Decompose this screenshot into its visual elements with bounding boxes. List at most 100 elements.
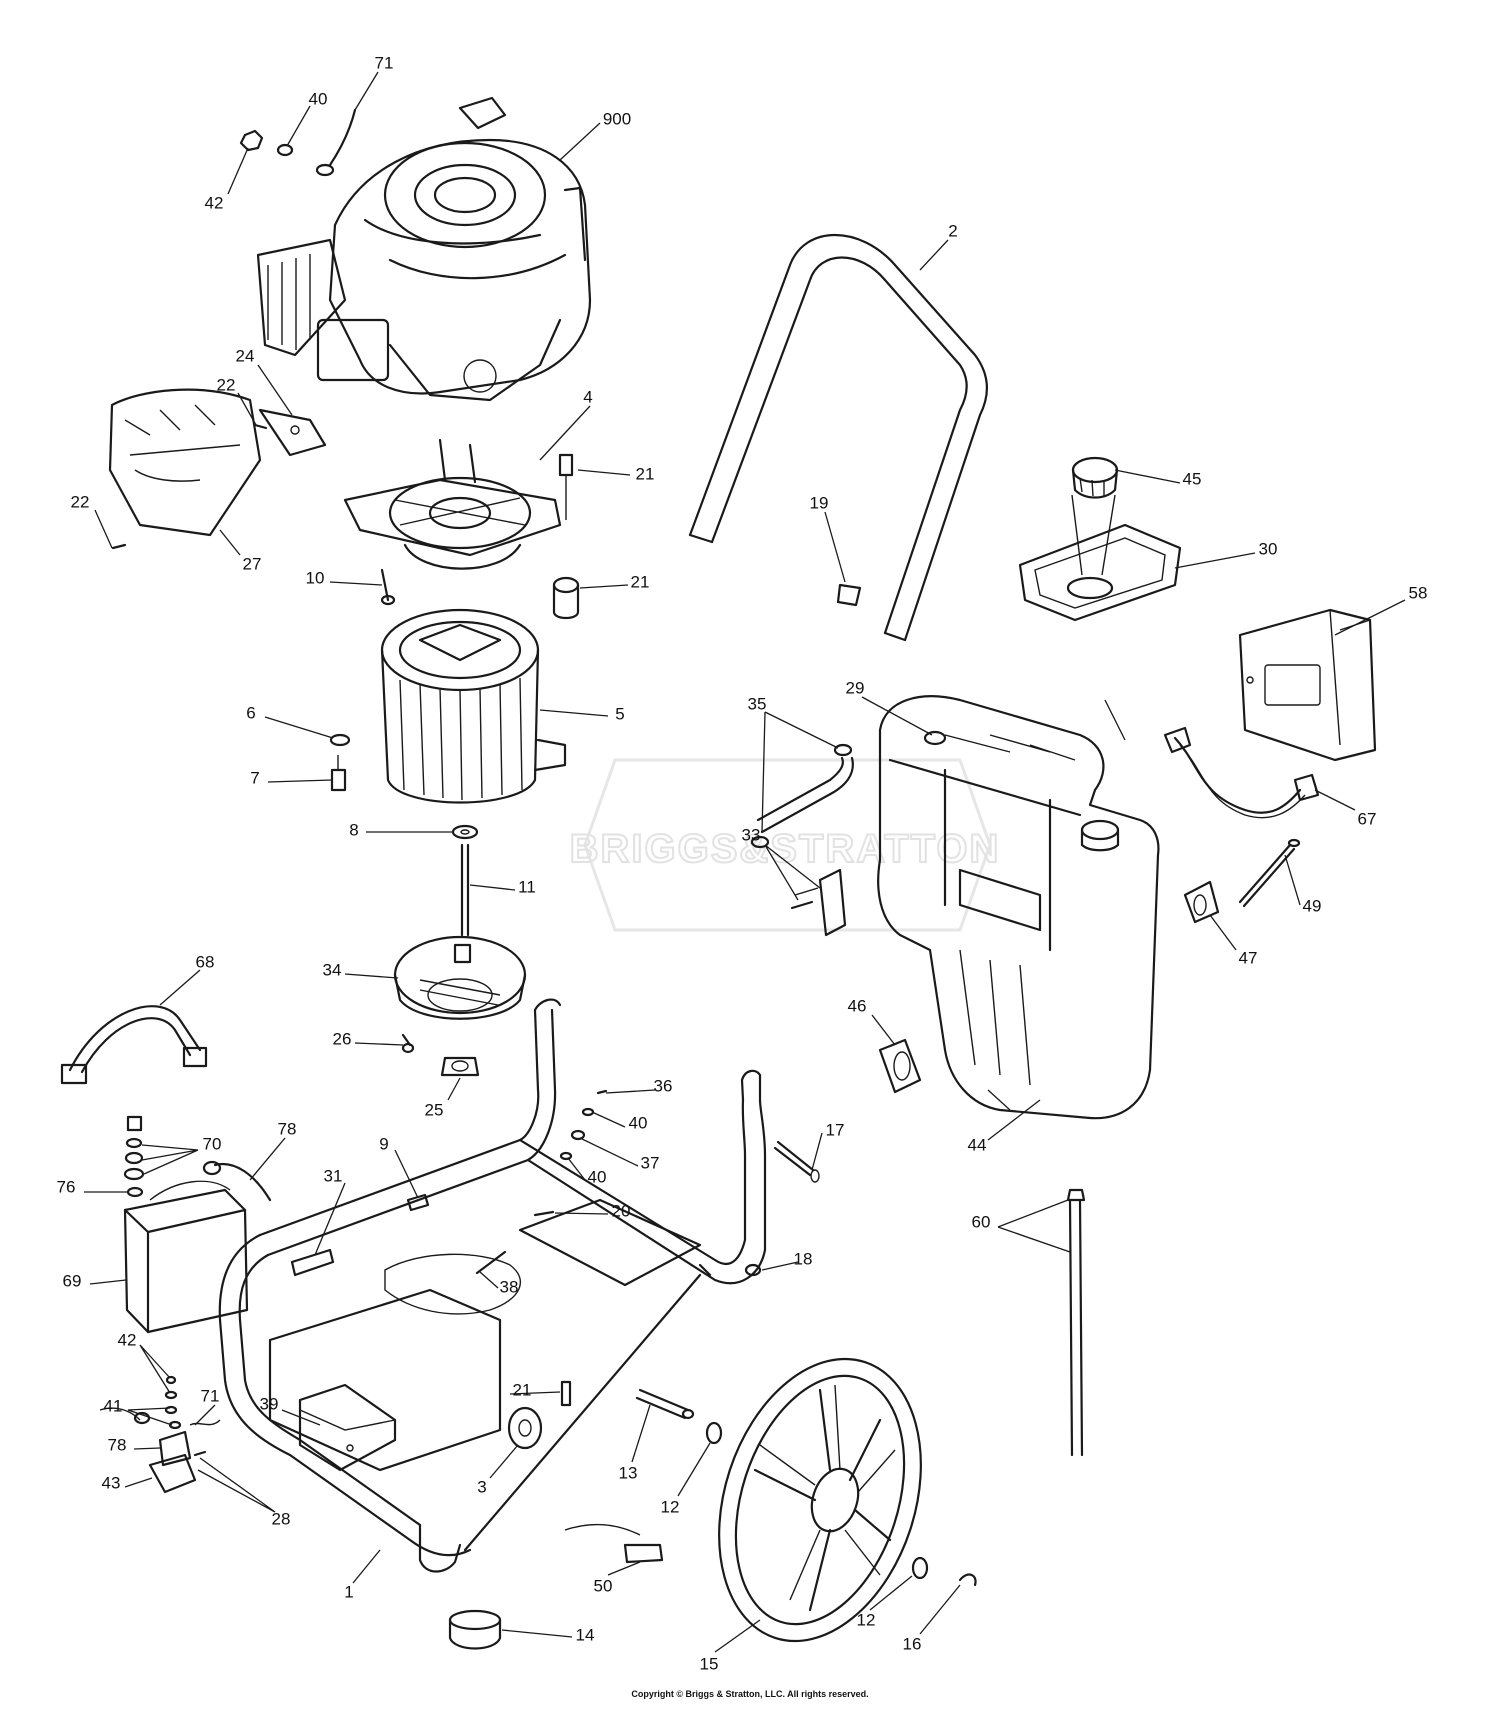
rubber-foot-46 [878,1038,922,1094]
callout-c12b: 12 [857,1610,876,1629]
callout-c3: 3 [477,1477,486,1496]
battery-strap [60,1005,208,1085]
end-bracket [393,935,527,1020]
stator [380,608,567,804]
callout-c17: 17 [826,1120,845,1139]
callout-c5: 5 [615,704,624,723]
leader-lines [84,71,1406,1653]
callout-c7: 7 [250,768,259,787]
callout-c78a: 78 [278,1119,297,1138]
callout-c20: 20 [612,1201,631,1220]
battery-hardware [123,1115,272,1202]
callout-c35: 35 [748,694,767,713]
callout-c42b: 42 [118,1330,137,1349]
callout-c18: 18 [794,1249,813,1268]
callout-c60: 60 [972,1212,991,1231]
control-panel [1238,608,1377,762]
callout-c26: 26 [333,1029,352,1048]
screws-22 [111,423,268,550]
callout-c40c: 40 [588,1167,607,1186]
callout-c40b: 40 [629,1113,648,1132]
frame [218,998,767,1573]
callout-c69: 69 [63,1271,82,1290]
clip-19 [836,583,862,607]
foot-14 [448,1609,502,1650]
callout-c45: 45 [1183,469,1202,488]
callout-c13: 13 [619,1463,638,1482]
callout-c21b: 21 [631,572,650,591]
callout-c34: 34 [323,960,342,979]
callout-c24: 24 [236,346,255,365]
callout-c29: 29 [846,678,865,697]
bracket-39 [298,1383,397,1472]
frame-hardware [475,1089,820,1277]
callout-c21a: 21 [636,464,655,483]
axle [635,1388,695,1420]
callout-c42a: 42 [205,193,224,212]
callout-c78b: 78 [108,1435,127,1454]
callout-c71b: 71 [201,1386,220,1405]
callout-c40a: 40 [309,89,328,108]
callout-c1: 1 [344,1582,353,1601]
fuel-cap [1071,456,1119,499]
watermark: BRIGGS&STRATTON [569,758,999,932]
fuel-tank [877,695,1160,1120]
callout-c41: 41 [104,1396,123,1415]
callout-c28: 28 [272,1509,291,1528]
callout-c14: 14 [576,1625,595,1644]
bolt-21c [560,1380,572,1407]
grommet-3 [507,1406,543,1450]
callout-c8: 8 [349,820,358,839]
callout-c50: 50 [594,1576,613,1595]
starter-solenoid [99,1375,221,1494]
bolts-21-10 [380,453,580,620]
callout-c10: 10 [306,568,325,587]
callout-c4: 4 [583,387,592,406]
callout-c36: 36 [654,1076,673,1095]
washers-12 [705,1421,929,1580]
bracket-33 [790,868,847,937]
callout-c43: 43 [102,1473,121,1492]
callout-c49: 49 [1303,896,1322,915]
screw-26-nut-25 [401,1033,480,1077]
callout-c2: 2 [948,221,957,240]
washer-6-bolt-7 [329,733,351,792]
callout-c33: 33 [742,825,761,844]
callout-c30: 30 [1259,539,1278,558]
control-panel-cover [108,388,327,537]
callout-c25: 25 [425,1100,444,1119]
fuel-tray [1018,494,1182,622]
battery [123,1180,249,1334]
fuel-hose [750,743,854,849]
callout-c68: 68 [196,952,215,971]
callout-c46: 46 [848,996,867,1015]
callout-c70: 70 [203,1134,222,1153]
callout-c47: 47 [1239,948,1258,967]
washer-8-rod-11 [451,824,479,937]
callout-c31: 31 [324,1166,343,1185]
callout-c37: 37 [641,1153,660,1172]
callout-c9: 9 [379,1134,388,1153]
callout-c71a: 71 [375,53,394,72]
clip-16 [958,1573,977,1587]
copyright-notice: Copyright © Briggs & Stratton, LLC. All … [631,1689,869,1699]
callout-c27: 27 [243,554,262,573]
callout-c11: 11 [518,877,536,896]
callout-c12a: 12 [661,1497,680,1516]
rubber-foot-47 [1183,880,1220,924]
handle [688,234,989,642]
callout-c38: 38 [500,1277,519,1296]
engine-ground-hardware [239,108,357,177]
wire-harness [1163,726,1320,819]
handle-pin [1066,1188,1086,1457]
wire-50 [564,1523,664,1564]
callout-c900: 900 [603,109,631,128]
callout-c16: 16 [903,1634,922,1653]
callout-c44: 44 [968,1135,987,1154]
alternator-fan [343,438,562,570]
engine-assembly [256,96,592,402]
callout-c19: 19 [810,493,829,512]
callout-c22b: 22 [71,492,90,511]
